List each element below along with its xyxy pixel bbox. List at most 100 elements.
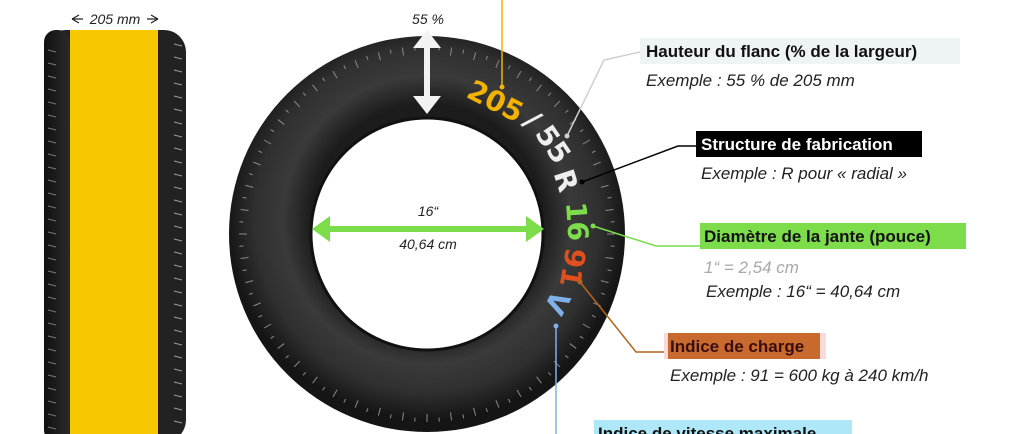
side-tick: [47, 270, 57, 274]
front-tick: [473, 407, 477, 416]
front-tick: [569, 343, 577, 349]
side-tick: [47, 62, 57, 66]
sidewall-arrow-down-icon: [413, 96, 441, 114]
leader-structure: [581, 145, 696, 183]
side-tick: [47, 413, 57, 417]
front-tick: [607, 196, 612, 199]
front-tick: [507, 398, 511, 403]
leader-speed-dot: [553, 323, 559, 329]
front-tick: [582, 139, 591, 145]
tire-code-load: 91: [553, 246, 592, 290]
front-tick: [245, 280, 254, 284]
side-tick: [173, 277, 183, 281]
side-tick: [173, 56, 183, 60]
side-tick: [173, 316, 183, 320]
tire-side-view: [44, 30, 186, 434]
annotation-structure-example: Exemple : R pour « radial »: [701, 164, 907, 183]
tire-front-view: [229, 36, 625, 432]
side-tick: [173, 173, 183, 177]
front-tick: [536, 376, 542, 384]
front-tick: [605, 256, 614, 260]
side-tick: [47, 179, 57, 183]
front-tick: [312, 84, 318, 92]
front-tick: [377, 52, 381, 61]
front-tick: [591, 314, 596, 318]
annotation-speed: Indice de vitesse maximale: [594, 420, 852, 434]
front-tick: [528, 77, 532, 82]
rim-inch-label: 16“: [418, 203, 440, 219]
front-tick: [322, 77, 326, 82]
side-tick: [173, 121, 183, 125]
side-tick: [47, 127, 57, 131]
front-tick: [565, 354, 569, 359]
side-tick: [47, 374, 57, 378]
side-tick: [47, 426, 57, 430]
front-tick: [277, 119, 285, 125]
width-arrow-left-icon: [71, 14, 80, 24]
side-tick: [173, 329, 183, 333]
front-tick: [579, 335, 584, 339]
front-tick: [302, 92, 307, 96]
side-tick: [173, 95, 183, 99]
front-tick: [253, 302, 261, 307]
front-tick: [293, 100, 301, 108]
front-tick: [462, 414, 465, 419]
side-tick: [173, 420, 183, 424]
sidewall-height-dimension: 55 %: [412, 11, 444, 114]
front-tick: [270, 129, 275, 133]
front-tick: [401, 47, 405, 56]
front-tick: [495, 400, 500, 408]
side-tick: [173, 69, 183, 73]
front-tick: [354, 400, 359, 408]
tire-ring: [229, 36, 625, 432]
front-tick: [258, 150, 263, 154]
front-tick: [553, 360, 561, 368]
side-tick: [173, 225, 183, 229]
side-tick: [173, 381, 183, 385]
front-tick: [242, 269, 247, 272]
side-tick: [47, 361, 57, 365]
leader-sidewall: [566, 51, 641, 137]
tire-side-sidewall-left: [44, 30, 70, 434]
annotation-rim-conversion: 1“ = 2,54 cm: [704, 258, 799, 277]
rim-arrow-left-icon: [312, 216, 330, 242]
leader-rim-dot: [590, 223, 596, 229]
front-tick: [240, 208, 249, 212]
side-tick: [173, 134, 183, 138]
side-tick: [173, 108, 183, 112]
side-tick: [173, 303, 183, 307]
side-tick: [173, 82, 183, 86]
side-tick: [173, 238, 183, 242]
rim-cm-label: 40,64 cm: [399, 236, 457, 252]
front-tick: [248, 173, 253, 176]
tread-band: [70, 30, 158, 434]
leader-lines: [499, 0, 700, 434]
front-tick: [449, 412, 453, 421]
side-tick: [47, 387, 57, 391]
annotation-rim-bg: [700, 223, 966, 249]
sidewall-percent-label: 55 %: [412, 11, 444, 27]
front-tick: [242, 196, 247, 199]
front-tick: [248, 292, 253, 295]
front-tick: [579, 129, 584, 133]
annotation-speed-bg: [594, 420, 852, 434]
tire-code-rim: 16: [559, 201, 595, 242]
front-tick: [507, 65, 511, 70]
front-tick: [516, 389, 522, 398]
front-tick: [302, 372, 307, 376]
annotation-rim-example: Exemple : 16“ = 40,64 cm: [706, 282, 900, 301]
annotation-load-bg-inner: [668, 333, 820, 359]
annotation-rim: Diamètre de la jante (pouce) 1“ = 2,54 c…: [700, 223, 966, 301]
front-tick: [528, 386, 532, 391]
side-tick: [47, 296, 57, 300]
front-tick: [401, 412, 405, 421]
front-tick: [332, 70, 338, 79]
annotation-load: Indice de charge Exemple : 91 = 600 kg à…: [664, 333, 928, 385]
leader-rim: [592, 225, 700, 247]
front-tick: [485, 408, 488, 413]
side-tick: [173, 407, 183, 411]
front-tick: [258, 314, 263, 318]
front-tick: [553, 100, 561, 108]
front-tick: [516, 70, 522, 79]
